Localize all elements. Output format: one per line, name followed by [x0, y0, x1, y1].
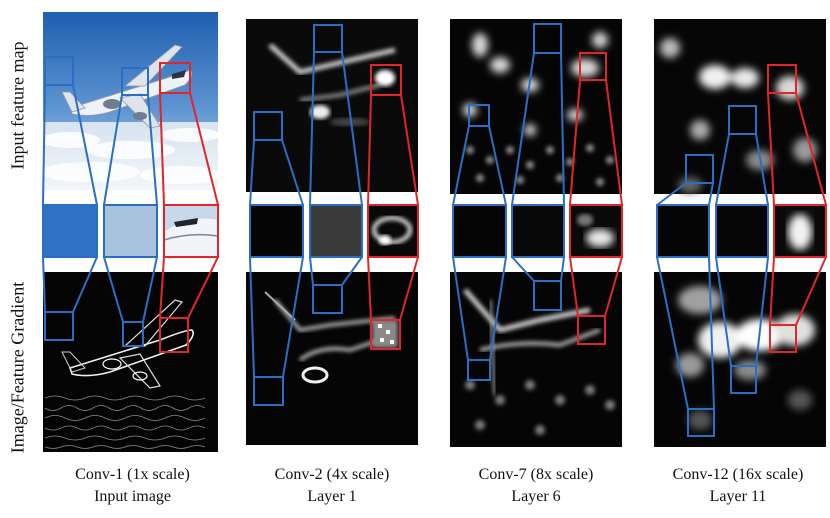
caption-column-4-title: Conv-12 (16x scale)	[672, 466, 804, 483]
caption-column-2: Conv-2 (4x scale) Layer 1	[246, 464, 418, 508]
crop-7b	[512, 205, 564, 257]
blue-highlight-1	[42, 56, 98, 341]
column-2-panels	[246, 19, 418, 445]
crop-1b	[104, 205, 157, 257]
crop-12c	[774, 205, 826, 257]
crop-7c	[570, 205, 622, 257]
caption-column-2-subtitle: Layer 1	[307, 488, 357, 505]
gradient-map-12	[654, 272, 826, 447]
column-4-panels	[654, 19, 826, 447]
blue-highlight-5	[452, 104, 507, 381]
caption-column-1-subtitle: Input image	[94, 488, 171, 505]
caption-column-1: Conv-1 (1x scale) Input image	[45, 464, 220, 508]
blue-highlight-8	[715, 105, 769, 394]
crop-2c	[368, 205, 418, 257]
blue-highlight-4	[309, 24, 363, 314]
caption-column-4-subtitle: Layer 11	[709, 488, 767, 505]
feature-map-7	[450, 19, 622, 194]
crop-12a	[657, 205, 709, 257]
feature-map-2	[246, 19, 418, 192]
column-3-panels	[450, 19, 622, 447]
crop-1c	[163, 205, 219, 257]
caption-column-1-title: Conv-1 (1x scale)	[75, 466, 190, 483]
crop-2b	[310, 205, 362, 257]
caption-column-3-title: Conv-7 (8x scale)	[478, 466, 594, 483]
airplane-illustration	[61, 44, 193, 129]
crop-7a	[453, 205, 506, 257]
blue-highlight-6	[511, 23, 565, 311]
caption-column-3: Conv-7 (8x scale) Layer 6	[450, 464, 622, 508]
caption-column-4: Conv-12 (16x scale) Layer 11	[650, 464, 826, 508]
blue-highlight-3	[249, 111, 304, 406]
red-highlight-2	[367, 64, 419, 350]
column-1-panels	[40, 12, 220, 452]
caption-column-3-subtitle: Layer 6	[511, 488, 561, 505]
red-highlight-1	[159, 62, 219, 353]
highlight-overlays	[42, 23, 827, 437]
caption-column-2-title: Conv-2 (4x scale)	[274, 466, 390, 483]
red-highlight-4	[767, 64, 827, 353]
crop-1a	[43, 205, 97, 257]
crop-12b	[716, 205, 768, 257]
crop-2a	[250, 205, 303, 257]
red-highlight-3	[569, 52, 623, 345]
blue-highlight-2	[103, 67, 158, 347]
gradient-map-2	[246, 272, 418, 445]
gradient-map-1	[43, 272, 218, 452]
blue-highlight-7	[656, 154, 715, 437]
